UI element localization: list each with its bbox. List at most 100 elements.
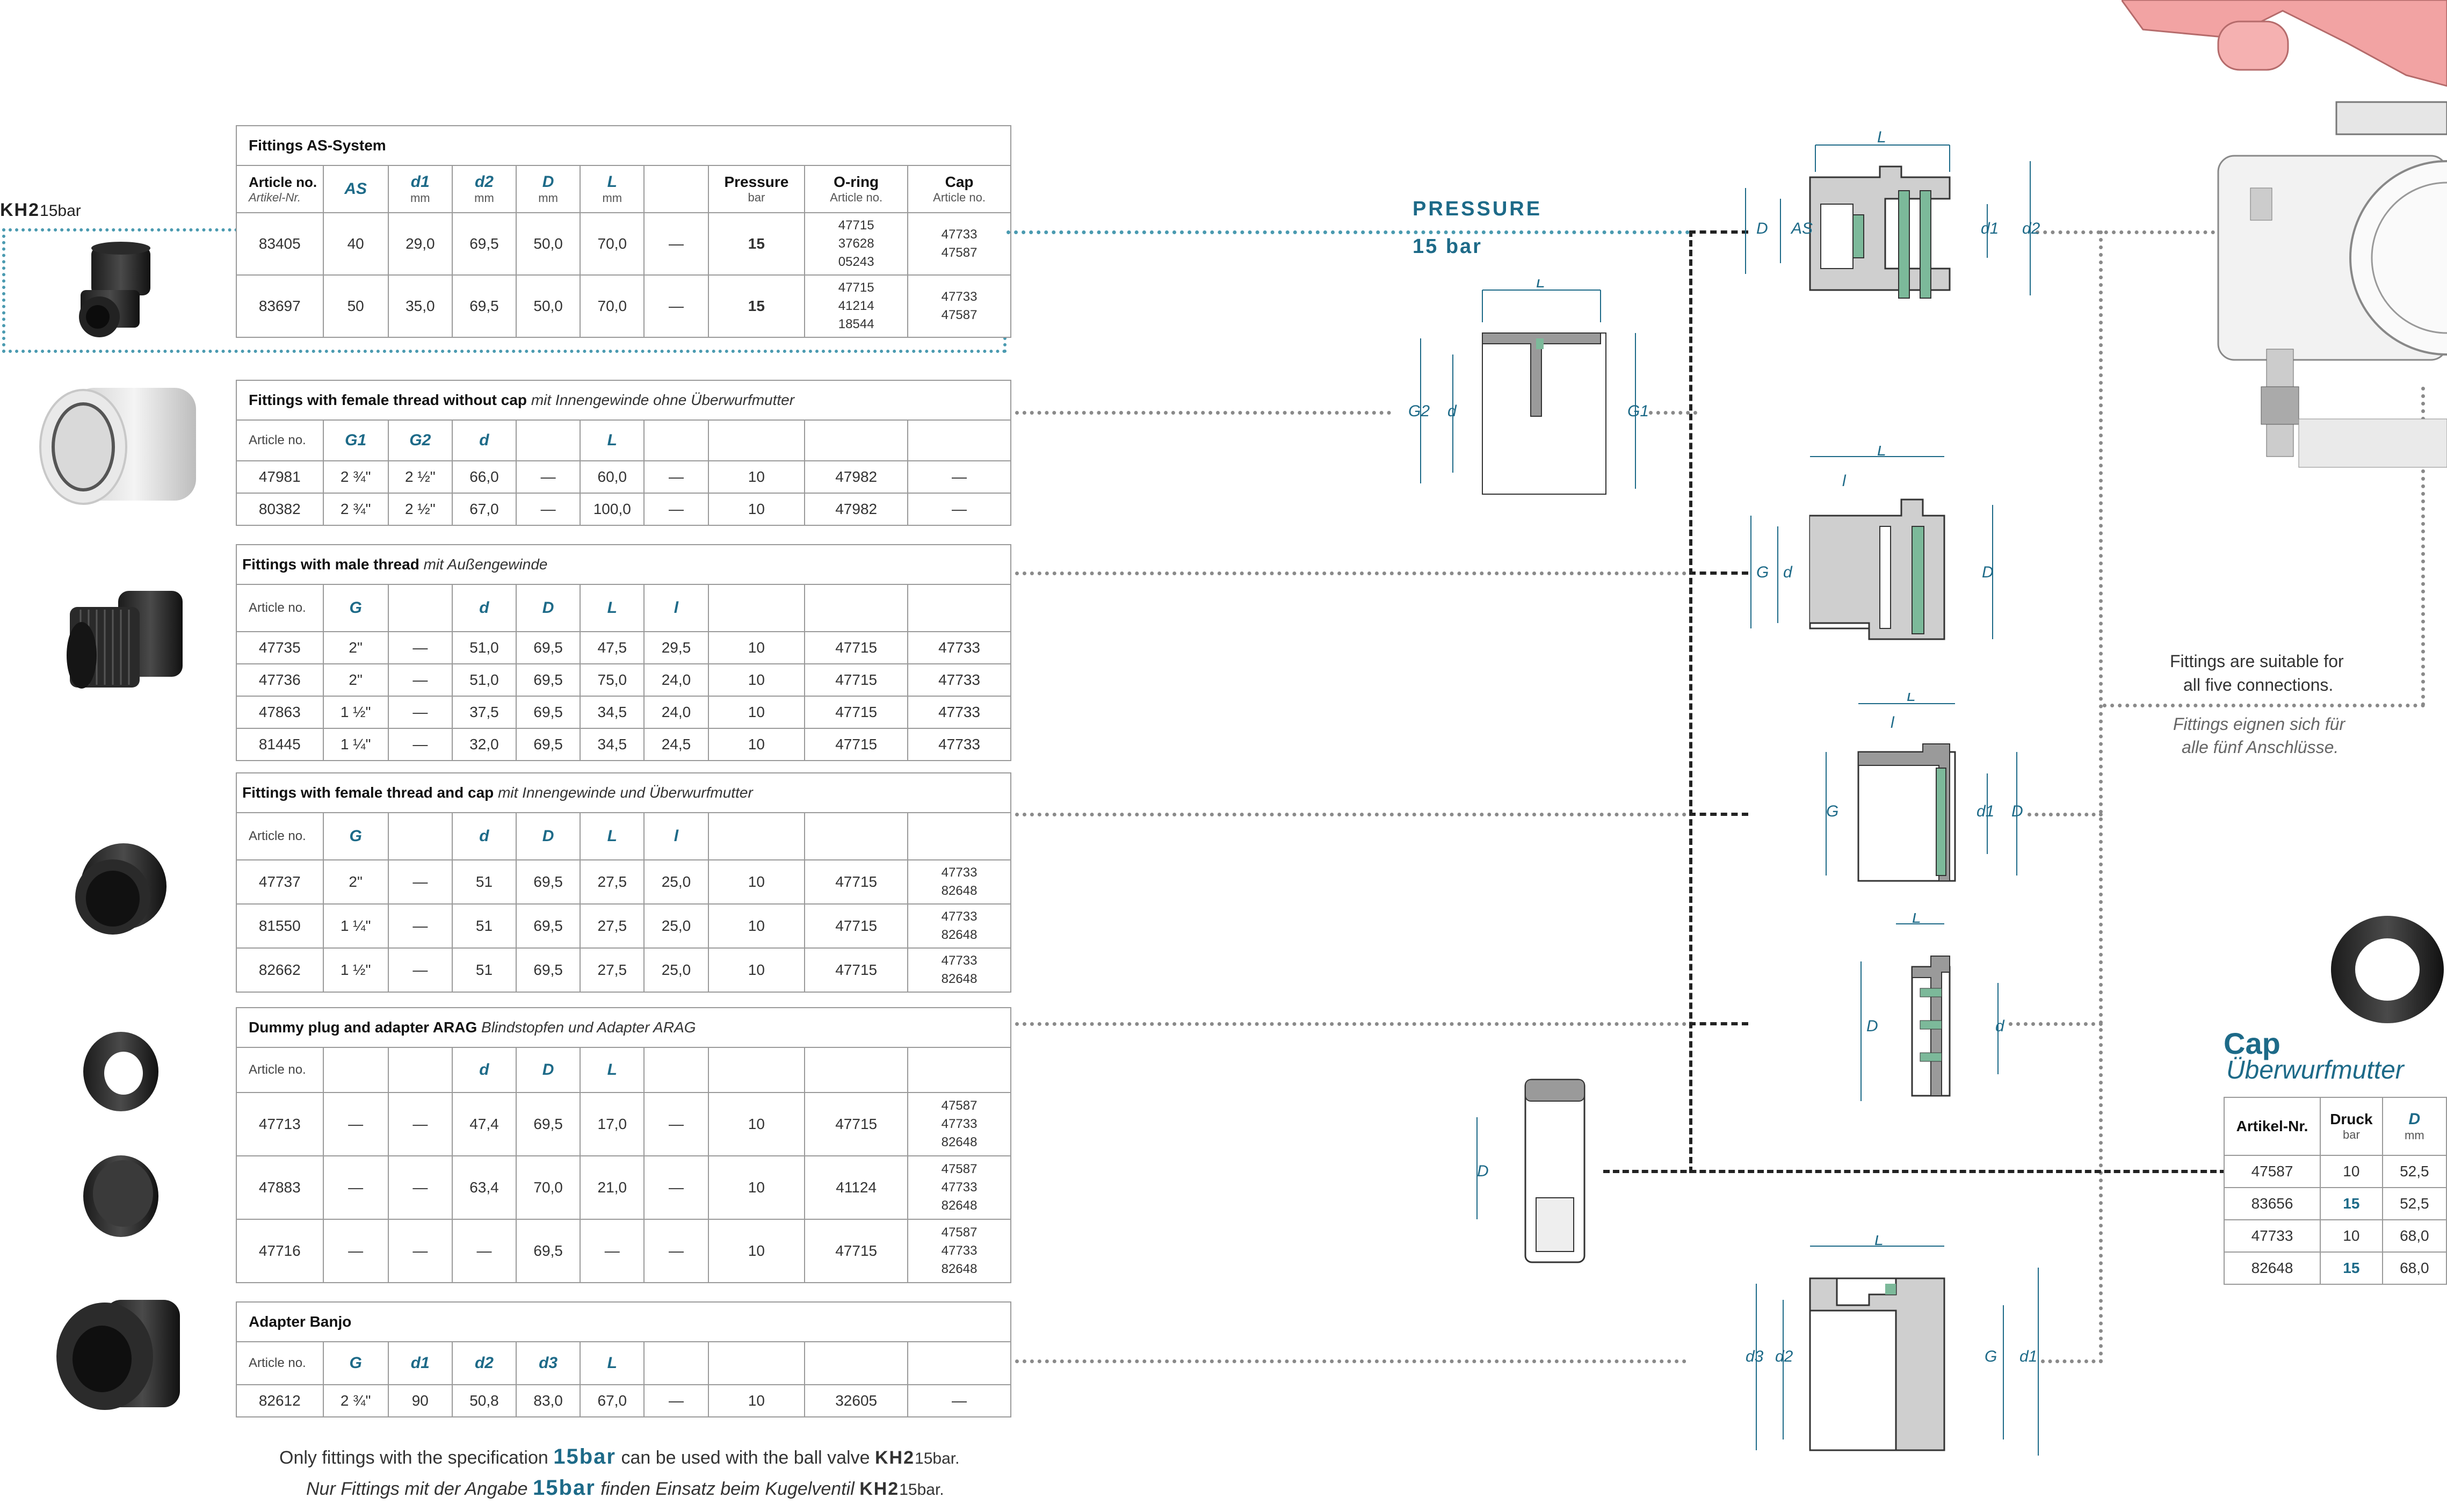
table-title: Fittings with male thread mit Außengewin…: [236, 544, 1011, 585]
dash-cap: [1603, 1170, 2226, 1173]
col-article: Artikel-Nr.: [2223, 1097, 2321, 1156]
note-de-2: alle fünf Anschlüsse.: [2182, 737, 2339, 757]
svg-text:D: D: [1866, 1017, 1878, 1035]
col-G: G: [322, 584, 389, 632]
col-G: G: [322, 1341, 389, 1385]
table-dummy-plug: Dummy plug and adapter ARAG Blindstopfen…: [236, 1007, 1011, 1283]
table-female-no-cap: Fittings with female thread without cap …: [236, 380, 1011, 526]
connector-dummy: [1015, 1022, 1686, 1026]
col-D: D: [516, 1047, 581, 1093]
dash-3: [1689, 571, 1748, 575]
col-blank: [643, 165, 709, 213]
drawing-dummy: D L d: [1860, 913, 2005, 1101]
svg-text:L: L: [1912, 913, 1921, 927]
drawing-female-cap: G l L d1 D: [1826, 693, 2023, 882]
table-title: Fittings with female thread and cap mit …: [236, 772, 1011, 813]
cap-title: Cap: [2224, 1026, 2281, 1060]
table-title: Dummy plug and adapter ARAG Blindstopfen…: [236, 1007, 1011, 1048]
note-en-1: Fittings are suitable for: [2170, 652, 2344, 671]
col-article: Article no.: [236, 1341, 324, 1385]
col-D: D: [516, 812, 581, 860]
table-female-cap: Fittings with female thread and cap mit …: [236, 772, 1011, 993]
kh2-label: KH215bar: [0, 200, 81, 221]
svg-text:d1: d1: [2019, 1348, 2037, 1365]
footer-de: Nur Fittings mit der Angabe 15bar finden…: [306, 1476, 944, 1500]
table-title: Fittings AS-System: [236, 125, 1011, 166]
female-cap-fitting-image: [75, 843, 166, 935]
pressure-value: 15 bar: [1413, 235, 1482, 258]
col-G2: G2: [387, 419, 453, 461]
col-L: L: [580, 1047, 645, 1093]
drawing-male: G d l L D: [1750, 446, 1994, 640]
connector-male: [1015, 571, 1686, 575]
drawing-as-fitting: D AS L d1 d2: [1745, 129, 2040, 299]
connector-right-4: [2028, 813, 2103, 816]
connector-dashed-trunk: [1689, 230, 1692, 1173]
drawing-cap-small: D: [1476, 1079, 1586, 1263]
svg-text:G2: G2: [1408, 402, 1430, 420]
col-article: Article no.: [236, 419, 324, 461]
connector-banjo: [1015, 1359, 1686, 1363]
col-l: l: [643, 584, 709, 632]
table-adapter-banjo: Adapter Banjo Article no. G d1 d2 d3 L 8…: [236, 1301, 1011, 1417]
svg-text:L: L: [1877, 446, 1886, 459]
col-L: L: [580, 419, 645, 461]
kh2-spec: 15bar: [40, 202, 81, 220]
svg-text:L: L: [1874, 1235, 1884, 1249]
col-article: Article no.: [236, 1047, 324, 1093]
svg-text:l: l: [1842, 472, 1847, 490]
svg-text:G1: G1: [1627, 402, 1649, 420]
col-d2: d2: [451, 1341, 517, 1385]
cap-subtitle: Überwurfmutter: [2226, 1056, 2404, 1084]
table-title: Fittings with female thread without cap …: [236, 380, 1011, 421]
col-d: d: [451, 419, 517, 461]
svg-text:d: d: [1447, 402, 1457, 420]
svg-text:G: G: [1756, 563, 1769, 581]
dash-1: [1689, 230, 1748, 234]
svg-text:G: G: [1985, 1348, 1997, 1365]
svg-text:D: D: [1477, 1162, 1489, 1180]
col-G1: G1: [322, 419, 389, 461]
svg-text:d2: d2: [2022, 220, 2040, 237]
connector-female-no-cap: [1015, 411, 1391, 415]
drawing-female-no-cap: G2 d L G1: [1408, 279, 1649, 495]
col-d: d: [451, 584, 517, 632]
col-D: D: [516, 584, 581, 632]
col-l: l: [643, 812, 709, 860]
col-d: d: [451, 1047, 517, 1093]
as-fitting-image: [79, 242, 150, 337]
svg-text:d: d: [1783, 563, 1793, 581]
col-d3: d3: [516, 1341, 581, 1385]
table-title: Adapter Banjo: [236, 1301, 1011, 1342]
male-fitting-image: [67, 591, 183, 689]
connector-valve: [2421, 387, 2425, 706]
dash-4: [1689, 813, 1748, 816]
connector-right-6: [2041, 1359, 2103, 1363]
connector-right-trunk: [2099, 230, 2103, 1364]
footer-en: Only fittings with the specification 15b…: [279, 1445, 960, 1468]
banjo-adapter-image: [56, 1300, 180, 1410]
col-G: G: [322, 812, 389, 860]
drawing-banjo: d3 d2 L G d1: [1746, 1235, 2039, 1456]
col-as: AS: [322, 165, 389, 213]
